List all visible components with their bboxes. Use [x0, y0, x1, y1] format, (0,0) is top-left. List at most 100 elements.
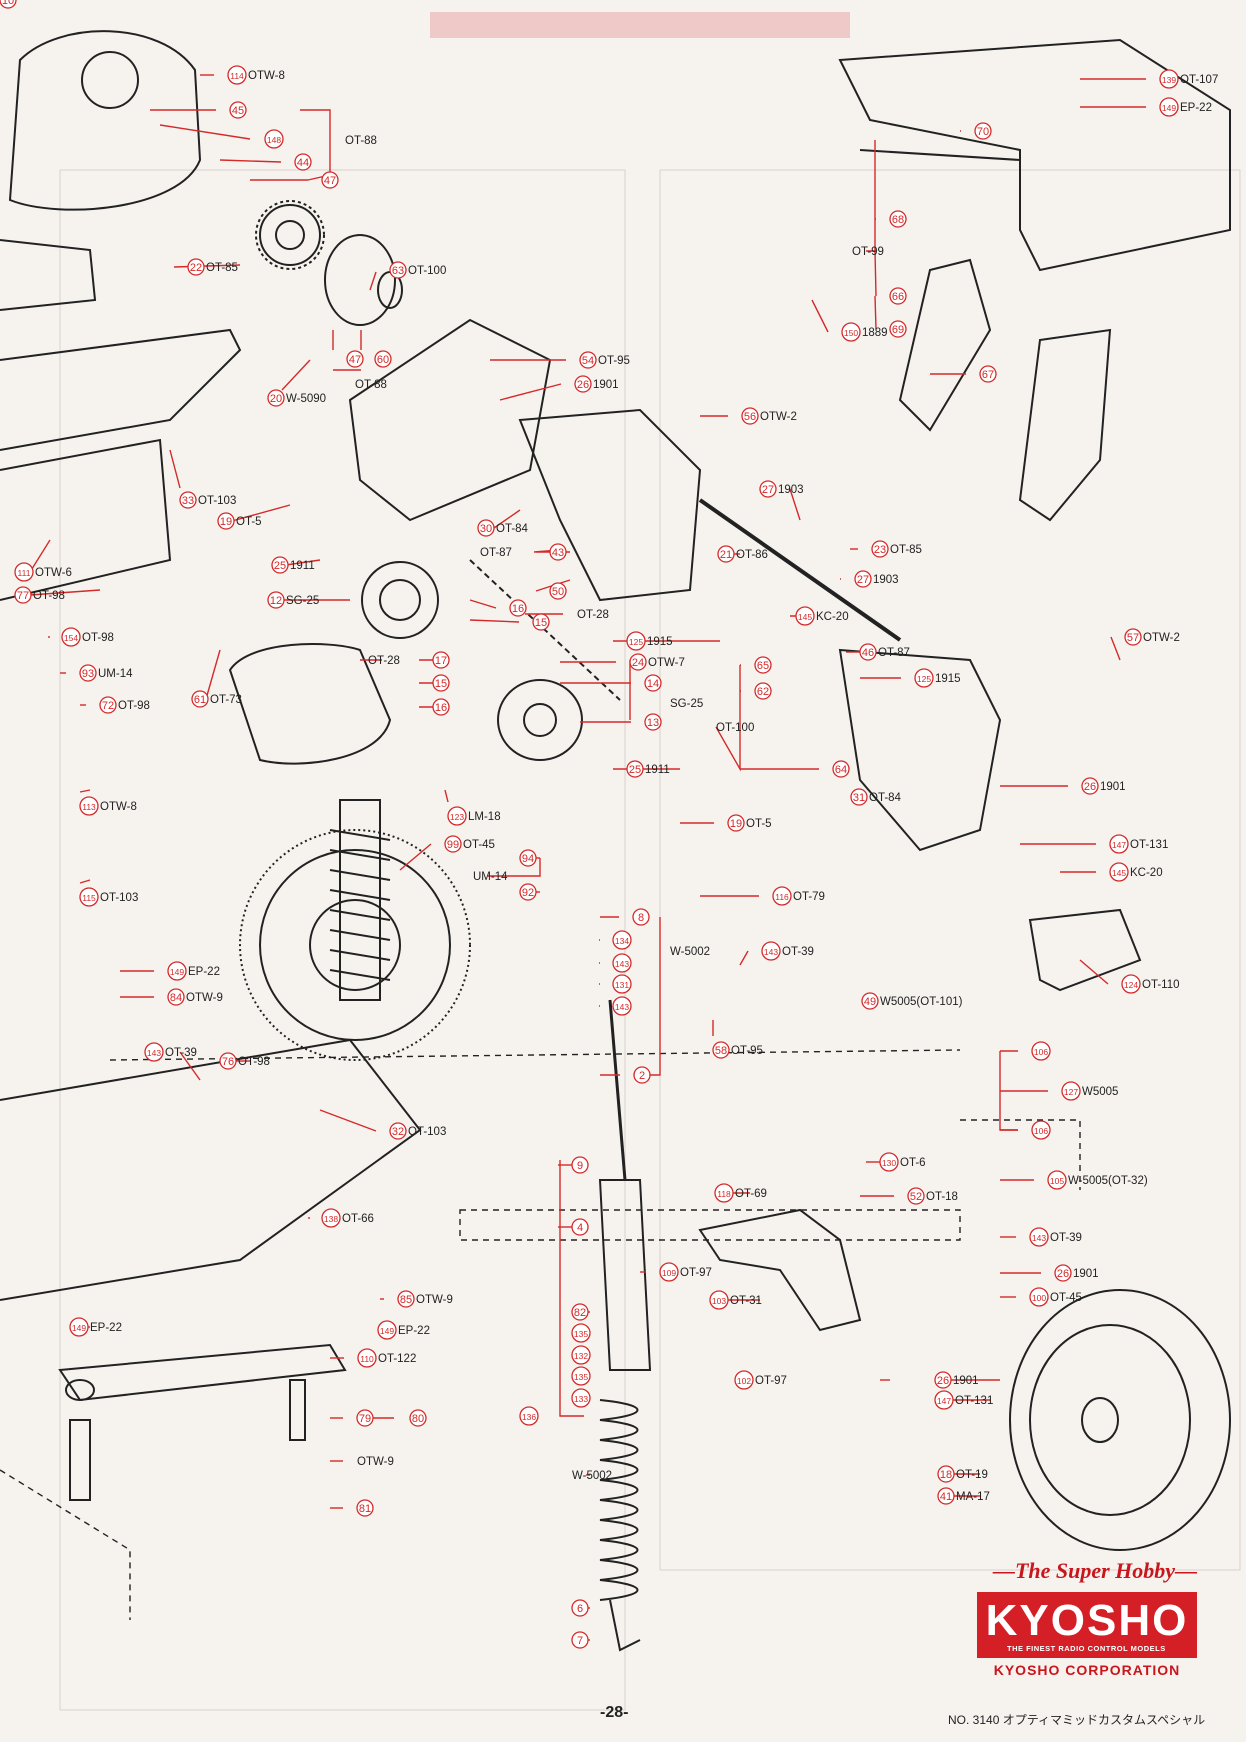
- callout-number-circle: [519, 1406, 539, 1426]
- callout-number: 145: [1112, 868, 1126, 878]
- callout-number: 6: [577, 1603, 583, 1615]
- callout-number-circle: [144, 1042, 164, 1062]
- part-callout: 26 1901: [1081, 777, 1126, 795]
- callout-number: 26: [1084, 781, 1096, 793]
- callout-part-code: 1901: [1100, 781, 1126, 793]
- callout-number: 136: [522, 1412, 536, 1422]
- callout-part-code: W-5002: [670, 946, 710, 958]
- callout-number: 8: [638, 912, 644, 924]
- callout-number: 61: [194, 694, 206, 706]
- callout-number: 149: [1162, 103, 1176, 113]
- callout-number-circle: [612, 996, 632, 1016]
- callout-number-circle: [754, 656, 772, 674]
- callout-number: 80: [412, 1413, 424, 1425]
- callout-part-code: OT-99: [852, 246, 884, 258]
- part-callout: 66: [889, 287, 907, 305]
- callout-part-code: 1901: [1073, 1268, 1099, 1280]
- callout-part-code: EP-22: [90, 1322, 122, 1334]
- callout-part-code: OT-28: [577, 609, 609, 621]
- callout-leader-line: [1110, 636, 1121, 661]
- callout-part-code: OT-110: [1142, 979, 1180, 991]
- callout-number: 63: [392, 265, 404, 277]
- callout-leader-lines: [29, 74, 1146, 1641]
- callout-number-circle: [191, 690, 209, 708]
- callout-part-code: EP-22: [1180, 102, 1212, 114]
- callout-number-circle: [61, 627, 81, 647]
- callout-number: 133: [574, 1394, 588, 1404]
- callout-number: 109: [662, 1268, 676, 1278]
- callout-number-circle: [772, 886, 792, 906]
- callout-number: 47: [349, 354, 361, 366]
- callout-number: 149: [380, 1326, 394, 1336]
- callout-number-circle: [574, 375, 592, 393]
- callout-part-code: OT-69: [735, 1188, 767, 1200]
- callout-part-code: OT-28: [368, 655, 400, 667]
- callout-leader-line: [29, 589, 101, 596]
- callout-number-circle: [397, 1290, 415, 1308]
- part-callout: 80: [409, 1409, 427, 1427]
- callout-number: 4: [577, 1222, 583, 1234]
- part-callout: 16: [432, 698, 450, 716]
- callout-leader-line: [300, 109, 331, 181]
- callout-number: 72: [102, 700, 114, 712]
- chassis-plate-part: [0, 239, 97, 311]
- brand-slogan: The Super Hobby: [965, 1558, 1225, 1584]
- callout-part-code: OT-45: [1050, 1292, 1082, 1304]
- callout-number: 32: [392, 1126, 404, 1138]
- callout-leader-line: [1079, 959, 1109, 985]
- callout-part-code: 1915: [935, 673, 961, 685]
- callout-number-circle: [409, 1409, 427, 1427]
- callout-part-code: 1903: [778, 484, 804, 496]
- callout-part-code: W-5002: [572, 1470, 612, 1482]
- callout-number: 149: [170, 967, 184, 977]
- callout-number: 127: [1064, 1087, 1078, 1097]
- callout-number: 93: [82, 668, 94, 680]
- part-callout: OT-88: [355, 379, 387, 391]
- callout-number-circle: [1031, 1041, 1051, 1061]
- part-callout: UM-14: [473, 871, 508, 883]
- callout-number-circle: [1061, 1081, 1081, 1101]
- callout-number-circle: [549, 582, 567, 600]
- callout-number-circle: [795, 606, 815, 626]
- callout-number-circle: [321, 171, 339, 189]
- part-callout: 131: [612, 974, 632, 994]
- callout-part-code: EP-22: [188, 966, 220, 978]
- callout-number: 20: [270, 393, 282, 405]
- callout-number-circle: [294, 153, 312, 171]
- callout-leader-line: [285, 559, 321, 566]
- callout-number: 125: [629, 637, 643, 647]
- callout-number-circle: [979, 365, 997, 383]
- callout-number-circle: [914, 668, 934, 688]
- callout-number: 147: [937, 1396, 951, 1406]
- callout-number-circle: [571, 1345, 591, 1365]
- callout-leader-line: [79, 789, 91, 793]
- callout-number-circle: [227, 65, 247, 85]
- callout-number-circle: [509, 599, 527, 617]
- callout-number-circle: [754, 682, 772, 700]
- part-callout: OT-87: [480, 547, 512, 559]
- callout-number-circle: [934, 1390, 954, 1410]
- a-arm-part: [698, 1208, 862, 1332]
- callout-number: 22: [190, 262, 202, 274]
- callout-leader-line: [205, 649, 221, 700]
- part-callout: 68: [889, 210, 907, 228]
- callout-number-circle: [644, 713, 662, 731]
- callout-number-circle: [1124, 628, 1142, 646]
